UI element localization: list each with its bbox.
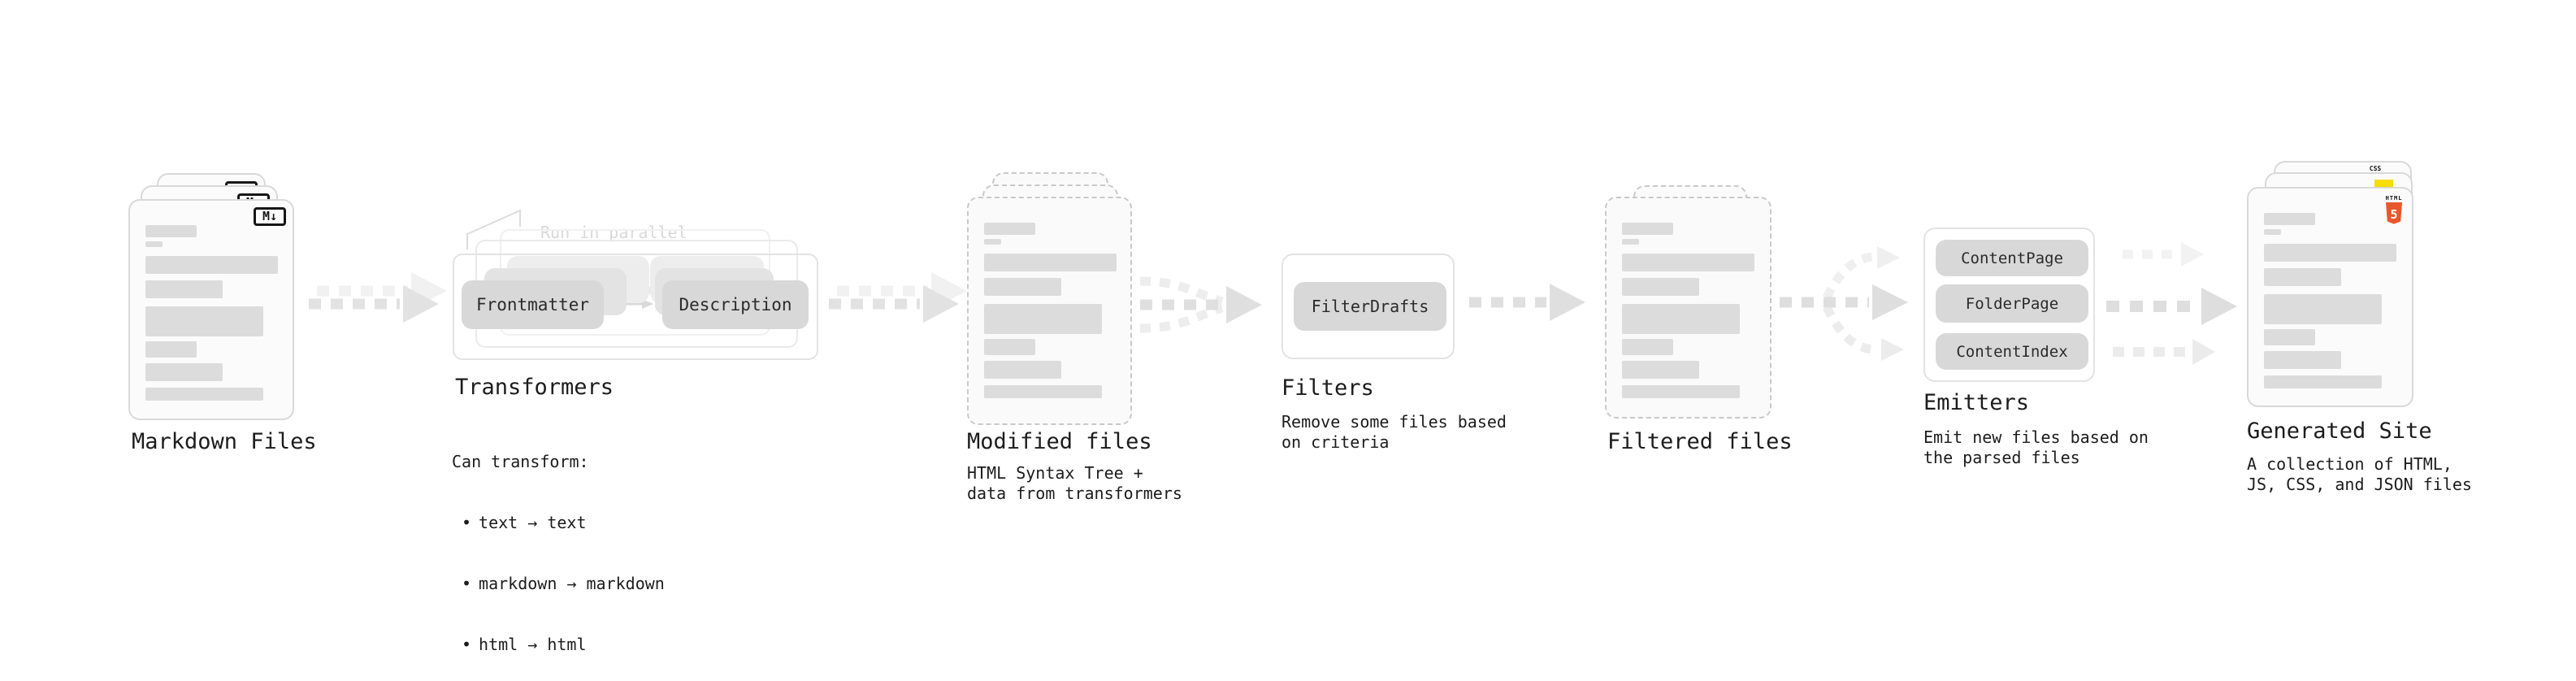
- bullet-icon: •: [462, 512, 472, 532]
- skeleton-bar: [2264, 375, 2382, 388]
- filtered-files-label: Filtered files: [1607, 429, 1793, 454]
- skeleton-bar: [984, 361, 1061, 379]
- skeleton-bar: [1622, 278, 1699, 296]
- transformers-label: Transformers: [455, 375, 614, 400]
- html5-icon: HTML 5: [2383, 195, 2405, 228]
- generated-site-label: Generated Site: [2247, 419, 2432, 444]
- arrow-transformers-to-modified: [829, 272, 967, 323]
- skeleton-bar: [1622, 254, 1754, 271]
- skeleton-bar: [2264, 329, 2315, 345]
- emitters-label: Emitters: [1923, 390, 2030, 415]
- skeleton-bar: [1622, 223, 1673, 235]
- markdown-files-stack: M↓ M↓ M↓: [128, 173, 294, 420]
- arrow-filters-to-filtered: [1469, 284, 1585, 321]
- skeleton-bar: [145, 280, 223, 298]
- skeleton-bar: [2264, 268, 2341, 286]
- skeleton-bar: [145, 241, 163, 247]
- skeleton-bar: [1622, 385, 1740, 398]
- skeleton-bar: [1622, 361, 1699, 379]
- arrow-markdown-to-transformers: [309, 272, 447, 323]
- skeleton-bar: [984, 339, 1035, 355]
- skeleton-bar: [2264, 229, 2281, 235]
- filtered-file-card-front: [1605, 197, 1772, 419]
- modified-files-subtext: HTML Syntax Tree +data from transformers: [967, 463, 1182, 503]
- folderpage-pill: FolderPage: [1936, 284, 2088, 323]
- filters-container: FilterDrafts: [1281, 254, 1455, 359]
- markdown-files-label: Markdown Files: [132, 429, 317, 454]
- skeleton-bar: [984, 223, 1035, 235]
- skeleton-bar: [1622, 339, 1673, 355]
- skeleton-bar: [984, 278, 1061, 296]
- skeleton-bar: [984, 385, 1102, 398]
- modified-file-card-front: [967, 197, 1132, 425]
- filterdrafts-pill: FilterDrafts: [1294, 282, 1446, 331]
- contentindex-pill: ContentIndex: [1936, 333, 2088, 370]
- generated-site-stack: CSS HTML 5: [2247, 161, 2413, 409]
- arrow-modified-to-filters: [1139, 276, 1262, 333]
- transformer-container: [453, 254, 818, 360]
- skeleton-bar: [2264, 294, 2382, 324]
- skeleton-bar: [1622, 304, 1740, 334]
- skeleton-bar: [145, 225, 197, 237]
- markdown-file-card-front: M↓: [128, 199, 294, 420]
- skeleton-bar: [984, 239, 1001, 245]
- skeleton-bar: [145, 256, 278, 274]
- note-bullet: •text → text: [462, 512, 587, 532]
- skeleton-bar: [2264, 351, 2341, 369]
- arrow-emitters-to-generated: [2106, 242, 2237, 365]
- contentpage-pill: ContentPage: [1936, 240, 2088, 276]
- bullet-icon: •: [462, 634, 472, 654]
- skeleton-bar: [145, 363, 223, 381]
- filtered-files-stack: [1605, 185, 1772, 419]
- html-file-card: HTML 5: [2247, 187, 2413, 407]
- markdown-icon: M↓: [254, 207, 286, 226]
- skeleton-bar: [1622, 239, 1639, 245]
- generated-site-subtext: A collection of HTML,JS, CSS, and JSON f…: [2247, 454, 2472, 494]
- transformers-note: Can transform: •text → text •markdown → …: [452, 411, 665, 681]
- skeleton-bar: [145, 388, 263, 401]
- html5-shield: 5: [2386, 202, 2402, 224]
- note-bullet: •markdown → markdown: [462, 573, 665, 593]
- skeleton-bar: [984, 304, 1102, 334]
- emitters-container: ContentPage FolderPage ContentIndex: [1923, 228, 2095, 382]
- run-in-parallel-leader-line: [466, 209, 521, 249]
- filters-label: Filters: [1281, 375, 1374, 401]
- frontmatter-pill: Frontmatter: [462, 280, 604, 329]
- note-title: Can transform:: [452, 451, 589, 471]
- skeleton-bar: [2264, 213, 2315, 225]
- note-bullet: •html → html: [462, 634, 587, 654]
- svg-text:5: 5: [2390, 207, 2397, 222]
- skeleton-bar: [984, 254, 1117, 271]
- bullet-icon: •: [462, 573, 472, 593]
- modified-files-label: Modified files: [967, 429, 1152, 454]
- description-pill: Description: [662, 280, 809, 329]
- modified-files-stack: [967, 172, 1132, 425]
- skeleton-bar: [2264, 244, 2396, 262]
- run-in-parallel-note: Run in parallel: [540, 223, 687, 242]
- arrow-filtered-to-emitters: [1780, 246, 1908, 361]
- skeleton-bar: [145, 341, 197, 358]
- skeleton-bar: [145, 306, 263, 336]
